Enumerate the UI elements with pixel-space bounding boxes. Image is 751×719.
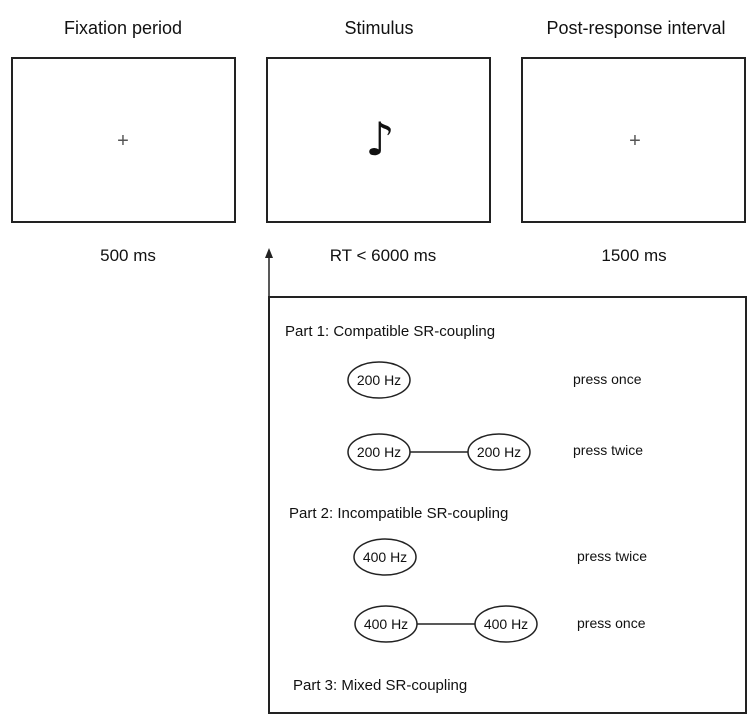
- post-response-cross-icon: +: [629, 130, 641, 152]
- stimulus-screen: ♪: [266, 57, 491, 223]
- tone-label: 400 Hz: [483, 616, 529, 632]
- tone-label: 200 Hz: [356, 372, 402, 388]
- fixation-cross-icon: +: [117, 130, 129, 152]
- part1-label: Part 1: Compatible SR-coupling: [285, 323, 496, 340]
- response-label: press twice: [577, 548, 648, 564]
- fixation-period-title: Fixation period: [63, 18, 183, 38]
- tone-ellipse: [467, 433, 531, 471]
- tone-ellipse: [474, 605, 538, 643]
- response-label: press once: [577, 615, 646, 631]
- arrow-head-icon: [265, 248, 273, 258]
- part2-label: Part 2: Incompatible SR-coupling: [289, 505, 509, 522]
- post-response-screen: +: [521, 57, 746, 223]
- tone-label: 400 Hz: [363, 616, 409, 632]
- tone-label: 200 Hz: [476, 444, 522, 460]
- post-response-duration: 1500 ms: [601, 246, 667, 265]
- music-note-icon: ♪: [365, 112, 395, 166]
- stimulus-duration: RT < 6000 ms: [329, 246, 437, 265]
- response-label: press twice: [573, 442, 644, 458]
- part3-label: Part 3: Mixed SR-coupling: [293, 677, 468, 694]
- legend-box: [268, 296, 747, 714]
- response-label: press once: [573, 371, 642, 387]
- fixation-screen: +: [11, 57, 236, 223]
- fixation-duration: 500 ms: [100, 246, 156, 265]
- tone-ellipse: [347, 361, 411, 399]
- tone-label: 400 Hz: [362, 549, 408, 565]
- post-response-interval-title: Post-response interval: [546, 18, 726, 38]
- tone-ellipse: [353, 538, 417, 576]
- stimulus-title: Stimulus: [344, 18, 414, 38]
- tone-label: 200 Hz: [356, 444, 402, 460]
